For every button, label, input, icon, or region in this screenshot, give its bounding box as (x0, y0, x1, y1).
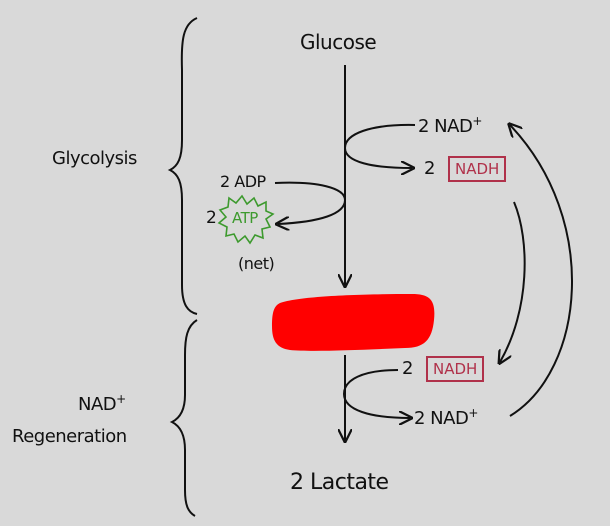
adp-to-atp-arrow (275, 181, 347, 224)
nad-to-nadh-top-arrow (343, 123, 416, 168)
regeneration-brace (169, 319, 198, 517)
nadh-to-nad-bottom-arrow (342, 369, 410, 418)
glycolysis-label: Glycolysis (52, 148, 137, 169)
net-label: (net) (238, 254, 275, 273)
nad-recycle-arrow (510, 125, 573, 417)
nad-plus-top-label: 2 NAD+ (418, 114, 482, 137)
nadh-transfer-arrow (500, 201, 526, 362)
nadh-bottom-box: NADH (426, 356, 485, 382)
regeneration-label-line1: NAD+ (78, 392, 126, 415)
atp-label: ATP (232, 209, 258, 227)
glucose-label: Glucose (300, 30, 377, 54)
nadh-top-coefficient: 2 (424, 158, 435, 179)
nad-plus-bottom-label: 2 NAD+ (414, 406, 478, 429)
plus-superscript: + (472, 114, 482, 128)
nadh-top-box: NADH (448, 156, 507, 182)
glycolysis-brace (167, 17, 198, 315)
regeneration-nad-text: NAD (78, 394, 117, 415)
lactate-label: 2 Lactate (290, 470, 389, 495)
nad-plus-top-text: 2 NAD (418, 116, 473, 137)
regeneration-label-line2: Regeneration (12, 426, 127, 447)
nadh-bottom-coefficient: 2 (402, 358, 413, 379)
atp-burst-icon (217, 194, 275, 245)
adp-label: 2 ADP (220, 172, 266, 191)
red-blob (272, 294, 435, 351)
plus-superscript: + (116, 392, 126, 406)
nad-plus-bottom-text: 2 NAD (414, 408, 469, 429)
plus-superscript: + (468, 406, 478, 420)
atp-coefficient: 2 (206, 208, 217, 228)
